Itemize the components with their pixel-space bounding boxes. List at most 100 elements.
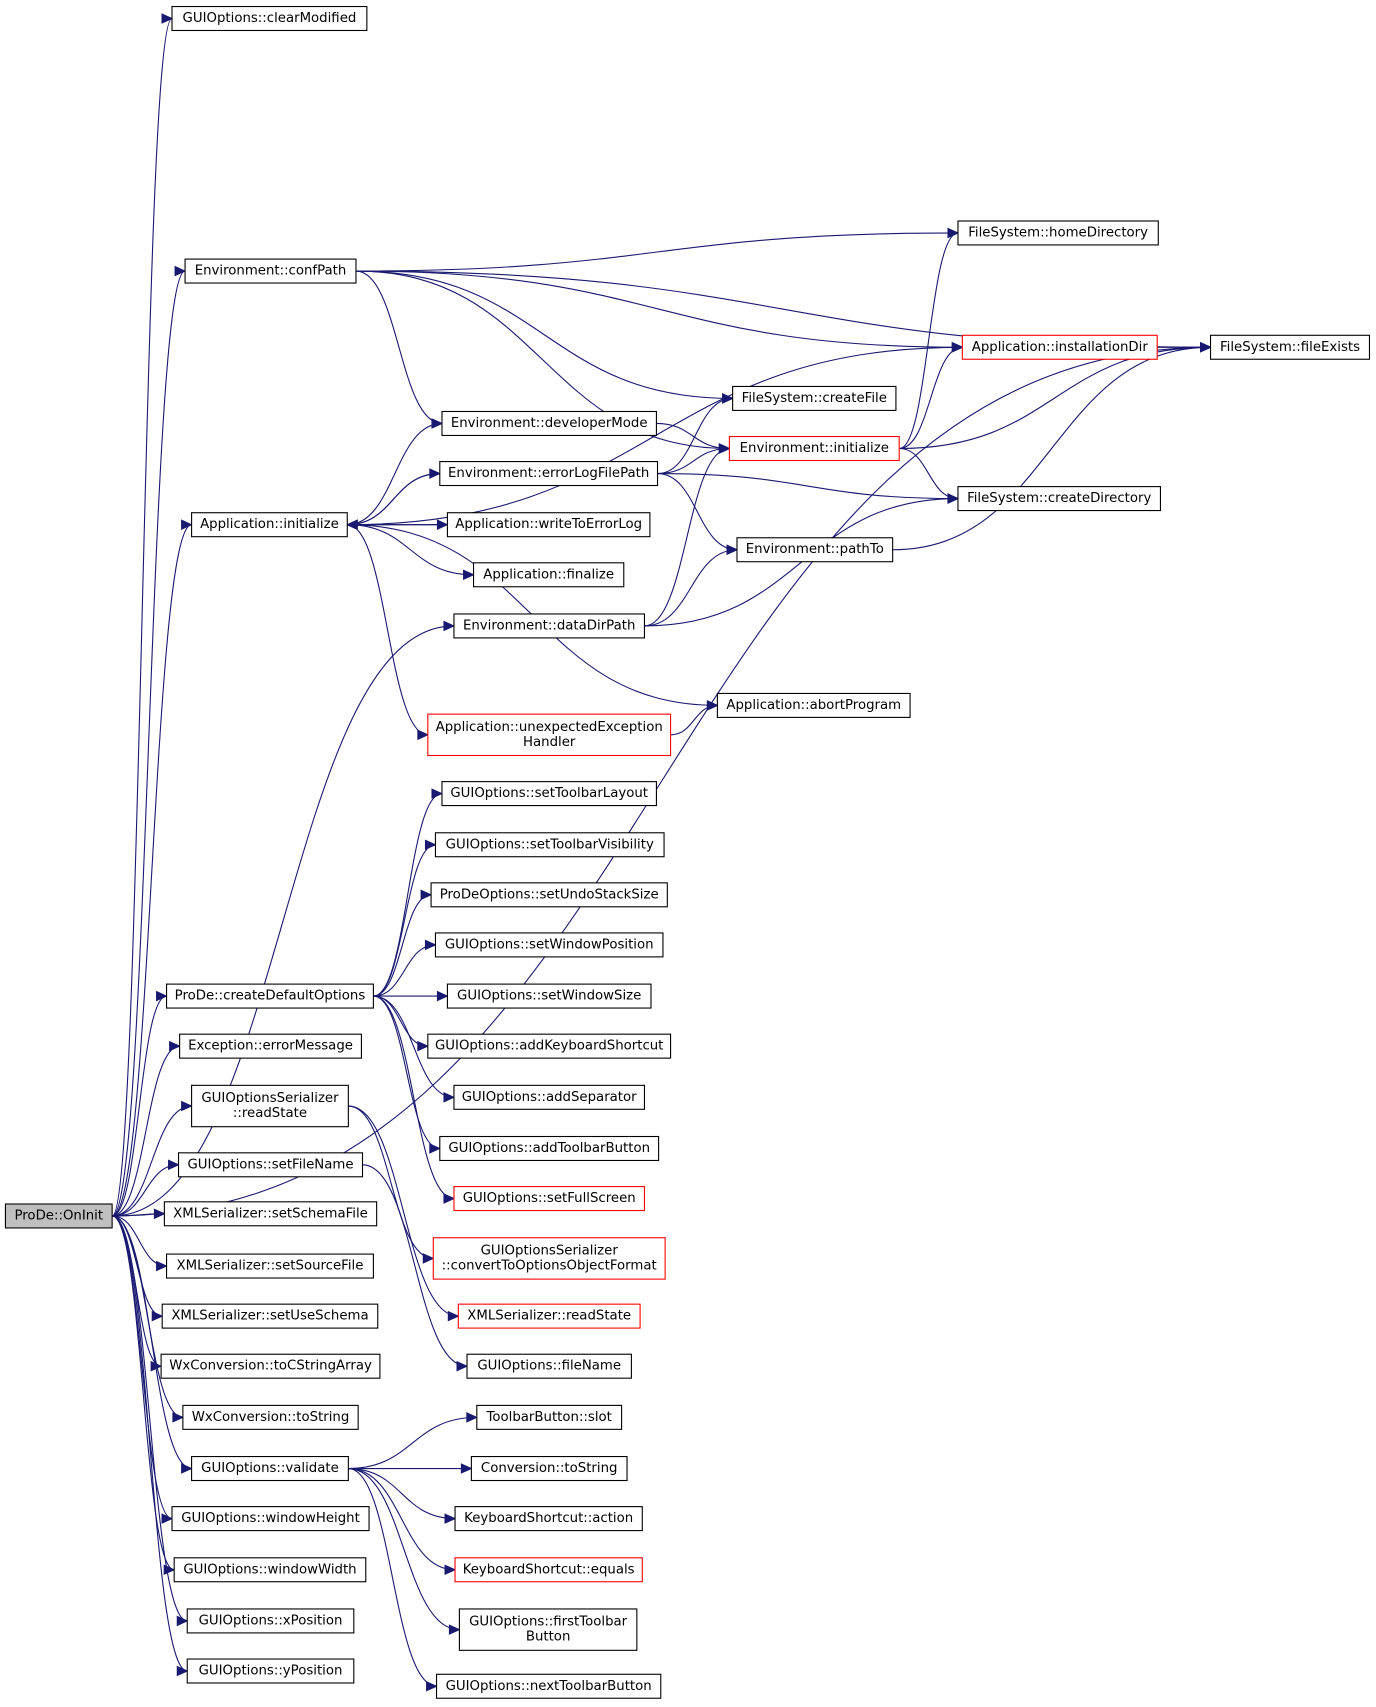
edge-onInit-to-confPath bbox=[111, 270, 186, 1217]
edge-onInit-to-createDefaultOptions bbox=[111, 995, 167, 1217]
node-setFileName[interactable]: GUIOptions::setFileName bbox=[177, 1152, 364, 1178]
node-box bbox=[191, 1456, 349, 1482]
node-label: GUIOptionsSerializer bbox=[481, 1243, 619, 1258]
edge-envInitialize-to-fileExists bbox=[899, 346, 1211, 450]
node-box bbox=[430, 882, 668, 908]
node-envInitialize[interactable]: Environment::initialize bbox=[728, 435, 900, 462]
edge-arrowhead bbox=[168, 1159, 180, 1171]
node-dataDirPath[interactable]: Environment::dataDirPath bbox=[453, 613, 646, 639]
node-setUndoStackSize[interactable]: ProDeOptions::setUndoStackSize bbox=[430, 882, 668, 908]
node-setFullScreen[interactable]: GUIOptions::setFullScreen bbox=[453, 1186, 646, 1212]
node-box bbox=[182, 1404, 359, 1430]
node-box bbox=[186, 1658, 355, 1684]
node-confPath[interactable]: Environment::confPath bbox=[184, 258, 357, 284]
node-finalize[interactable]: Application::finalize bbox=[472, 562, 625, 588]
node-box bbox=[470, 1456, 628, 1482]
node-box bbox=[476, 1404, 623, 1430]
edge-arrowhead bbox=[726, 544, 739, 556]
node-abortProgram[interactable]: Application::abortProgram bbox=[716, 692, 911, 718]
node-addSeparator[interactable]: GUIOptions::addSeparator bbox=[453, 1084, 646, 1110]
node-setSourceFile[interactable]: XMLSerializer::setSourceFile bbox=[166, 1253, 374, 1279]
node-appInitialize[interactable]: Application::initialize bbox=[191, 512, 348, 538]
node-fileName[interactable]: GUIOptions::fileName bbox=[466, 1353, 632, 1379]
node-fileExists[interactable]: FileSystem::fileExists bbox=[1209, 334, 1371, 360]
node-pathTo[interactable]: Environment::pathTo bbox=[736, 537, 894, 563]
node-serializerReadState[interactable]: GUIOptionsSerializer::readState bbox=[191, 1084, 349, 1128]
node-onInit[interactable]: ProDe::OnInit bbox=[4, 1203, 113, 1229]
node-box bbox=[453, 1186, 646, 1212]
node-createDefaultOptions[interactable]: ProDe::createDefaultOptions bbox=[166, 983, 374, 1009]
node-convertToOptions[interactable]: GUIOptionsSerializer::convertToOptionsOb… bbox=[432, 1237, 666, 1280]
node-xPosition[interactable]: GUIOptions::xPosition bbox=[186, 1608, 355, 1634]
node-createDirectory[interactable]: FileSystem::createDirectory bbox=[957, 486, 1162, 512]
node-addToolbarButton[interactable]: GUIOptions::addToolbarButton bbox=[439, 1135, 660, 1162]
edge-arrowhead bbox=[176, 1615, 189, 1627]
node-setToolbarLayout[interactable]: GUIOptions::setToolbarLayout bbox=[441, 781, 657, 807]
edge-arrowhead bbox=[718, 443, 731, 454]
node-box bbox=[427, 713, 672, 757]
node-box bbox=[191, 1084, 349, 1128]
node-setWindowPosition[interactable]: GUIOptions::setWindowPosition bbox=[434, 932, 664, 958]
node-box bbox=[434, 832, 665, 858]
node-setToolbarVisibility[interactable]: GUIOptions::setToolbarVisibility bbox=[434, 832, 665, 858]
node-homeDirectory[interactable]: FileSystem::homeDirectory bbox=[957, 220, 1159, 246]
node-label: FileSystem::createFile bbox=[742, 391, 887, 406]
node-label: GUIOptions::windowHeight bbox=[181, 1511, 360, 1526]
node-validate[interactable]: GUIOptions::validate bbox=[191, 1456, 349, 1482]
node-windowHeight[interactable]: GUIOptions::windowHeight bbox=[171, 1506, 370, 1532]
edge-createDefaultOptions-to-setUndoStackSize bbox=[373, 894, 432, 997]
node-setUseSchema[interactable]: XMLSerializer::setUseSchema bbox=[161, 1303, 379, 1329]
node-setSchemaFile[interactable]: XMLSerializer::setSchemaFile bbox=[163, 1201, 378, 1227]
node-label: ProDe::createDefaultOptions bbox=[175, 989, 366, 1004]
node-label: Button bbox=[526, 1630, 571, 1645]
node-label: GUIOptionsSerializer bbox=[201, 1091, 339, 1106]
edge-arrowhead bbox=[169, 1040, 181, 1052]
node-label: GUIOptions::setFullScreen bbox=[463, 1191, 636, 1206]
node-label: Conversion::toString bbox=[481, 1461, 618, 1476]
node-box bbox=[716, 692, 911, 718]
node-developerMode[interactable]: Environment::developerMode bbox=[441, 410, 657, 436]
node-windowWidth[interactable]: GUIOptions::windowWidth bbox=[173, 1557, 367, 1583]
edge-validate-to-kbEquals bbox=[348, 1467, 456, 1571]
node-errorMessage[interactable]: Exception::errorMessage bbox=[179, 1033, 362, 1059]
edge-arrowhead bbox=[422, 1253, 435, 1264]
edge-arrowhead bbox=[161, 1513, 174, 1524]
node-slot[interactable]: ToolbarButton::slot bbox=[476, 1404, 623, 1430]
node-kbAction[interactable]: KeyboardShortcut::action bbox=[454, 1506, 643, 1532]
edge-arrowhead bbox=[172, 1412, 185, 1423]
node-toCStringArray[interactable]: WxConversion::toCStringArray bbox=[160, 1353, 381, 1379]
node-label: GUIOptions::fileName bbox=[477, 1359, 621, 1374]
node-label: GUIOptions::setWindowPosition bbox=[445, 937, 654, 952]
node-xmlReadState[interactable]: XMLSerializer::readState bbox=[457, 1303, 641, 1329]
edge-dataDirPath-to-envInitialize bbox=[644, 447, 730, 627]
node-createFile[interactable]: FileSystem::createFile bbox=[732, 385, 897, 411]
node-box bbox=[472, 562, 625, 588]
node-addKeyboardShortcut[interactable]: GUIOptions::addKeyboardShortcut bbox=[427, 1033, 672, 1059]
node-label: Exception::errorMessage bbox=[188, 1039, 353, 1054]
edge-arrowhead bbox=[444, 1564, 457, 1576]
edge-createDefaultOptions-to-addSeparator bbox=[373, 995, 454, 1098]
edge-confPath-to-installationDir bbox=[355, 270, 963, 348]
node-yPosition[interactable]: GUIOptions::yPosition bbox=[186, 1658, 355, 1684]
node-nextToolbarButton[interactable]: GUIOptions::nextToolbarButton bbox=[435, 1673, 662, 1699]
edge-errorLogFilePath-to-pathTo bbox=[657, 472, 737, 551]
edge-arrowhead bbox=[181, 519, 193, 530]
edge-arrowhead bbox=[431, 418, 444, 429]
edge-arrowhead bbox=[426, 1680, 438, 1692]
node-installationDir[interactable]: Application::installationDir bbox=[961, 334, 1158, 360]
edge-errorLogFilePath-to-createDirectory bbox=[657, 472, 958, 500]
node-box bbox=[171, 1506, 370, 1532]
node-wxToString[interactable]: WxConversion::toString bbox=[182, 1404, 359, 1430]
node-box bbox=[163, 1201, 378, 1227]
node-kbEquals[interactable]: KeyboardShortcut::equals bbox=[454, 1557, 643, 1583]
edge-validate-to-firstToolbarButton bbox=[348, 1467, 460, 1631]
edge-errorLogFilePath-to-createFile bbox=[657, 397, 733, 475]
node-writeToErrorLog[interactable]: Application::writeToErrorLog bbox=[446, 512, 651, 538]
node-convToString[interactable]: Conversion::toString bbox=[470, 1456, 628, 1482]
edge-onInit-to-windowWidth bbox=[111, 1215, 175, 1571]
node-clearModified[interactable]: GUIOptions::clearModified bbox=[171, 5, 368, 32]
node-errorLogFilePath[interactable]: Environment::errorLogFilePath bbox=[439, 461, 659, 487]
node-setWindowSize[interactable]: GUIOptions::setWindowSize bbox=[446, 983, 652, 1009]
